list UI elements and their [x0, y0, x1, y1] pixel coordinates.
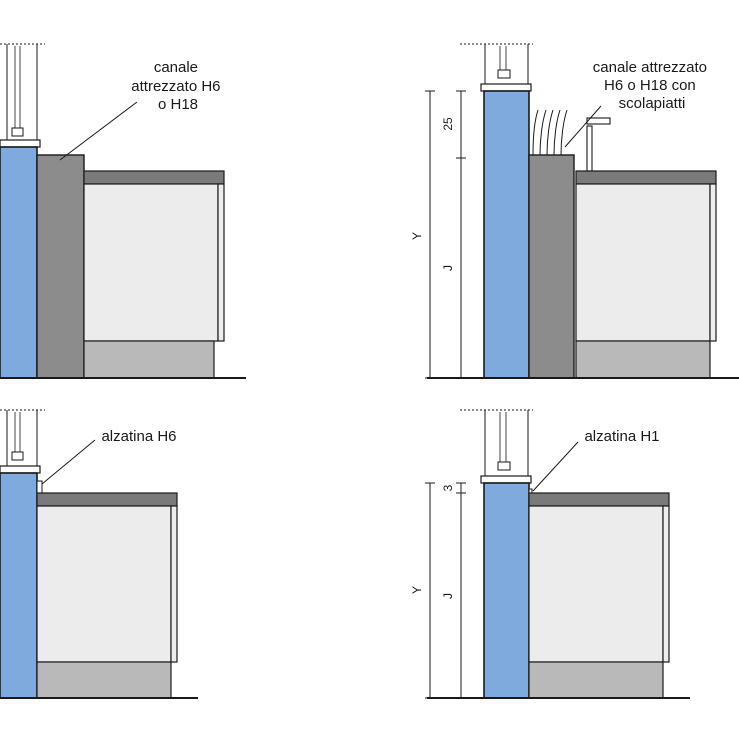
wall-stud: [0, 44, 41, 148]
cabinet: [575, 183, 711, 342]
cabinet: [83, 183, 219, 342]
plinth: [528, 661, 664, 699]
plinth: [575, 340, 711, 379]
dim-label-upper: 25: [441, 117, 455, 131]
label-alzatina-h6: alzatina H6: [101, 428, 176, 445]
leader-line: [532, 441, 579, 492]
equipped-channel: [528, 154, 575, 379]
dim-label-upper: 3: [441, 484, 455, 491]
cabinet-door-edge: [170, 505, 178, 663]
label-canale-attrezzato: canale attrezzato H6 o H18: [131, 59, 224, 113]
wall-panel: [483, 90, 530, 379]
dim-label-total: Y: [410, 586, 424, 594]
cabinet: [528, 505, 664, 663]
dish-rack-icon: [532, 109, 568, 156]
equipped-channel: [36, 154, 85, 379]
countertop: [528, 492, 670, 507]
leader-line: [41, 439, 96, 485]
plinth: [83, 340, 215, 379]
label-canale-scolapiatti: canale attrezzato H6 o H18 con scolapiat…: [593, 59, 711, 112]
dimension-lines: [425, 90, 466, 379]
plinth: [36, 661, 172, 699]
wall-panel: [0, 472, 38, 699]
panel-top-left: canale attrezzato H6 o H18: [0, 43, 246, 379]
panel-bottom-left: alzatina H6: [0, 409, 198, 699]
countertop: [83, 170, 225, 185]
dim-label-total: Y: [410, 232, 424, 240]
backsplash-h6: [36, 480, 43, 494]
panel-top-right: canale attrezzato H6 o H18 con scolapiat…: [410, 43, 739, 379]
cabinet-door-edge: [217, 183, 225, 342]
cabinet: [36, 505, 172, 663]
dimension-lines: [425, 482, 466, 699]
wall-stud: [0, 410, 41, 474]
countertop: [36, 492, 178, 507]
leader-line: [59, 101, 138, 161]
wall-stud: [480, 44, 532, 92]
wall-panel: [483, 482, 530, 699]
countertop: [575, 170, 717, 185]
leader-line: [564, 105, 602, 148]
panel-bottom-right: alzatina H1 Y 3 J: [410, 409, 690, 699]
backsplash-h1: [528, 488, 533, 494]
wall-panel: [0, 146, 38, 379]
cabinet-door-edge: [662, 505, 670, 663]
dim-label-lower: J: [441, 265, 455, 271]
label-alzatina-h1: alzatina H1: [584, 428, 659, 445]
dim-label-lower: J: [441, 593, 455, 599]
wall-stud: [480, 410, 532, 484]
faucet-icon: [576, 117, 611, 172]
cabinet-door-edge: [709, 183, 717, 342]
